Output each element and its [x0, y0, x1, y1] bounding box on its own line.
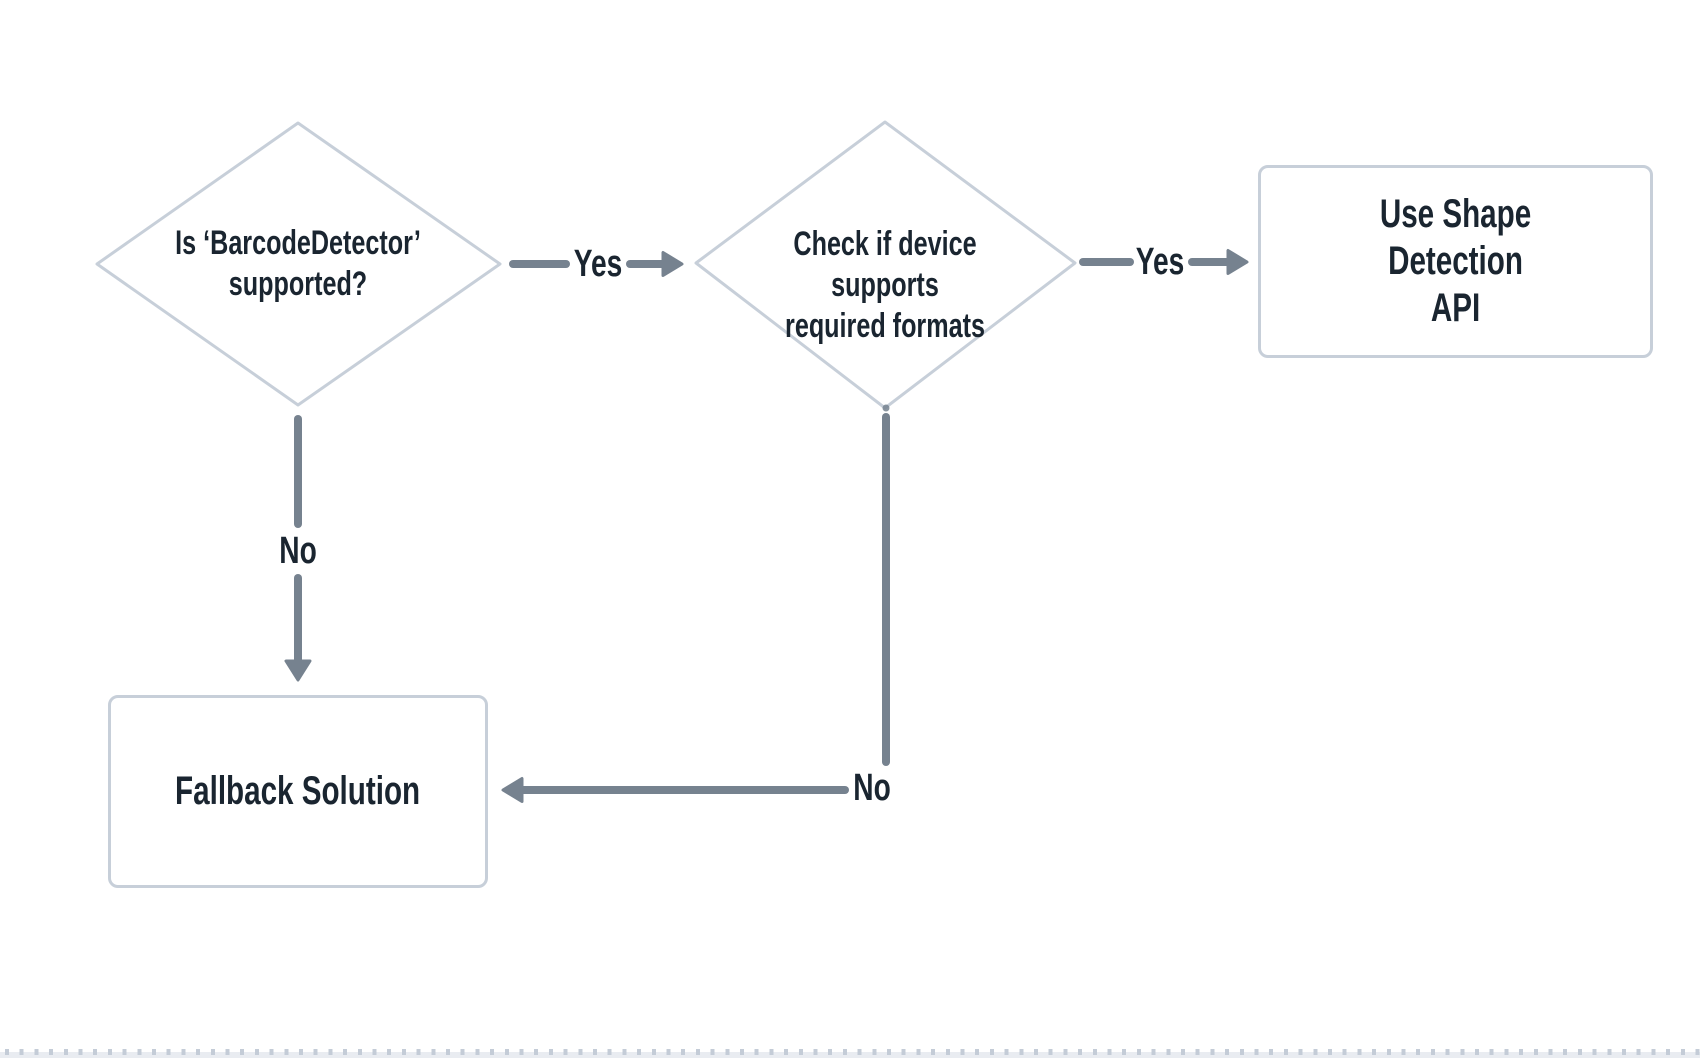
- decision-label-formats-supported: Check if device supports required format…: [737, 224, 1033, 347]
- process-node-fallback: Fallback Solution: [108, 695, 488, 888]
- process-label-shape-detection: Use Shape Detection API: [1312, 191, 1600, 332]
- label-line: Fallback Solution: [175, 769, 421, 813]
- decision-label-barcode-supported: Is ‘BarcodeDetector’ supported?: [150, 223, 446, 305]
- arrowhead-right-icon: [661, 251, 684, 277]
- process-label-fallback: Fallback Solution: [175, 768, 420, 815]
- edge-yes-barcode-to-formats: [509, 251, 684, 277]
- arrowhead-right-icon: [1226, 249, 1249, 275]
- process-node-shape-detection: Use Shape Detection API: [1258, 165, 1653, 358]
- edge-no-formats-to-fallback: [501, 404, 890, 803]
- edge-label-no-formats: No: [853, 767, 891, 809]
- edge-yes-formats-to-shape-api: [1079, 249, 1249, 275]
- label-line: required formats: [785, 307, 985, 345]
- bottom-ruler-strip: [0, 1049, 1700, 1058]
- edge-no-barcode-to-fallback: [284, 415, 312, 682]
- arrowhead-down-icon: [284, 659, 312, 682]
- label-line: Use Shape Detection: [1379, 192, 1532, 283]
- label-line: Check if device supports: [793, 225, 977, 304]
- arrowhead-left-icon: [501, 777, 524, 803]
- edge-label-no-barcode: No: [279, 530, 317, 572]
- decision-diamond-barcode-supported: [95, 121, 502, 407]
- edge-label-yes-barcode: Yes: [573, 243, 623, 285]
- label-line: Is ‘BarcodeDetector’: [175, 224, 421, 262]
- label-line: API: [1430, 286, 1481, 330]
- edge-start-dot: [882, 404, 890, 412]
- label-line: supported?: [228, 265, 368, 303]
- edge-label-yes-formats: Yes: [1135, 241, 1185, 283]
